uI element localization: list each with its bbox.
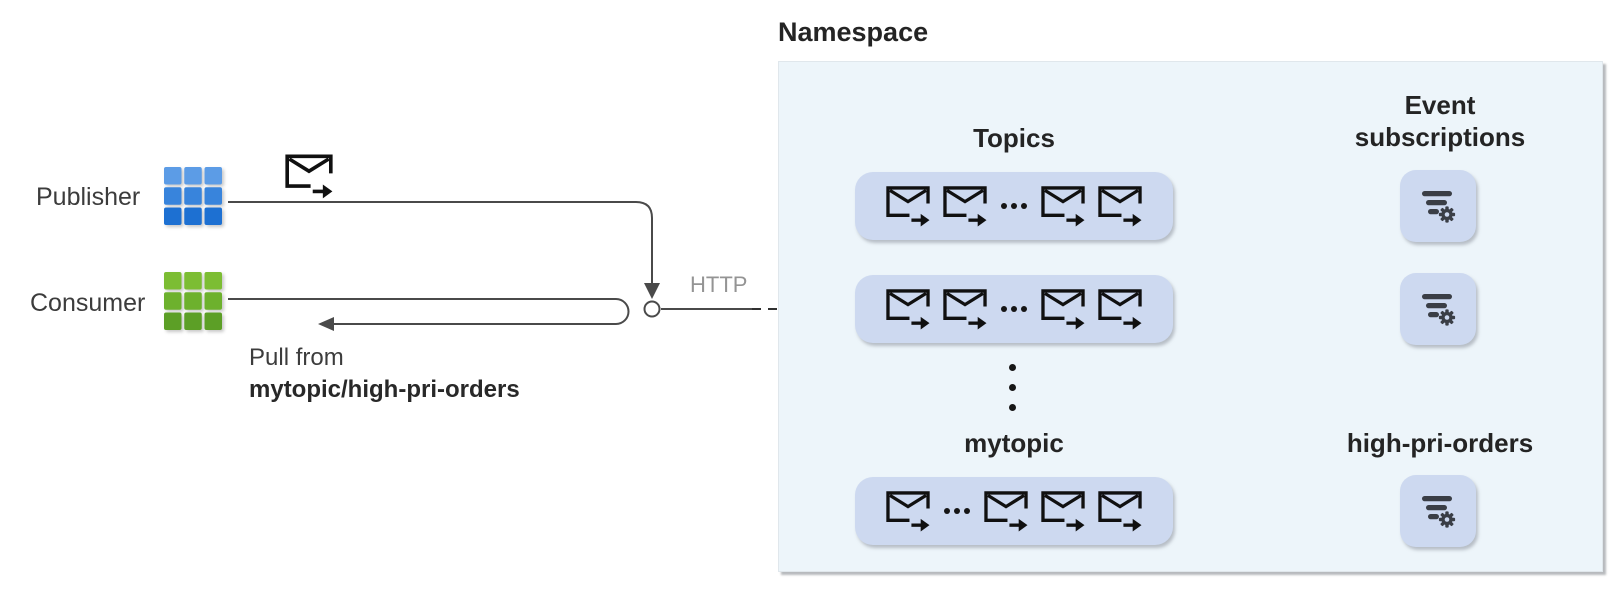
event-subscription-icon: [1415, 183, 1461, 229]
namespace-title: Namespace: [778, 17, 929, 47]
vertical-ellipsis-icon: [1009, 364, 1016, 411]
event-envelope-icon: [1040, 490, 1086, 532]
event-envelope-icon: [1097, 490, 1143, 532]
consumer-label: Consumer: [30, 289, 146, 317]
junction-circle-icon: [643, 300, 661, 318]
topic-row-mytopic: [855, 477, 1173, 545]
mytopic-label: mytopic: [964, 428, 1064, 458]
publisher-app-icon: [164, 167, 222, 225]
publisher-to-junction-line: [228, 201, 653, 284]
event-envelope-icon: [983, 490, 1029, 532]
left-arrowhead-icon: [318, 317, 334, 331]
pull-from-topic-path: mytopic/high-pri-orders: [249, 376, 520, 403]
event-envelope-icon: [942, 185, 988, 227]
event-envelope-icon: [885, 288, 931, 330]
down-arrowhead-icon: [644, 283, 660, 299]
event-subscription-icon: [1415, 488, 1461, 534]
topic-row-2: [855, 275, 1173, 343]
http-protocol-label: HTTP: [690, 272, 748, 297]
pull-from-text: Pull from: [249, 344, 344, 371]
high-pri-orders-label: high-pri-orders: [1346, 428, 1534, 458]
consumer-app-icon: [164, 272, 222, 330]
event-envelope-icon: [942, 288, 988, 330]
horizontal-ellipsis-icon: [1001, 306, 1027, 312]
publisher-label: Publisher: [36, 183, 141, 211]
horizontal-ellipsis-icon: [1001, 203, 1027, 209]
event-subscriptions-heading-line2: subscriptions: [1354, 122, 1526, 152]
consumer-pull-loop-line: [228, 298, 630, 325]
event-envelope-icon: [1040, 185, 1086, 227]
topic-row-1: [855, 172, 1173, 240]
event-subscription-node-2: [1400, 273, 1476, 345]
event-subscriptions-heading-line1: Event: [1404, 90, 1476, 120]
event-envelope-icon: [1097, 185, 1143, 227]
event-envelope-icon: [885, 185, 931, 227]
horizontal-ellipsis-icon: [944, 508, 970, 514]
topics-heading: Topics: [973, 123, 1055, 153]
event-envelope-icon: [1097, 288, 1143, 330]
event-subscription-icon: [1415, 286, 1461, 332]
pull-from-caption: Pull from mytopic/high-pri-orders: [249, 342, 520, 406]
event-message-icon: [284, 153, 334, 199]
event-subscription-node-high-pri-orders: [1400, 475, 1476, 547]
event-subscription-node-1: [1400, 170, 1476, 242]
event-envelope-icon: [885, 490, 931, 532]
event-envelope-icon: [1040, 288, 1086, 330]
event-subscriptions-heading: Event subscriptions: [1318, 89, 1562, 153]
